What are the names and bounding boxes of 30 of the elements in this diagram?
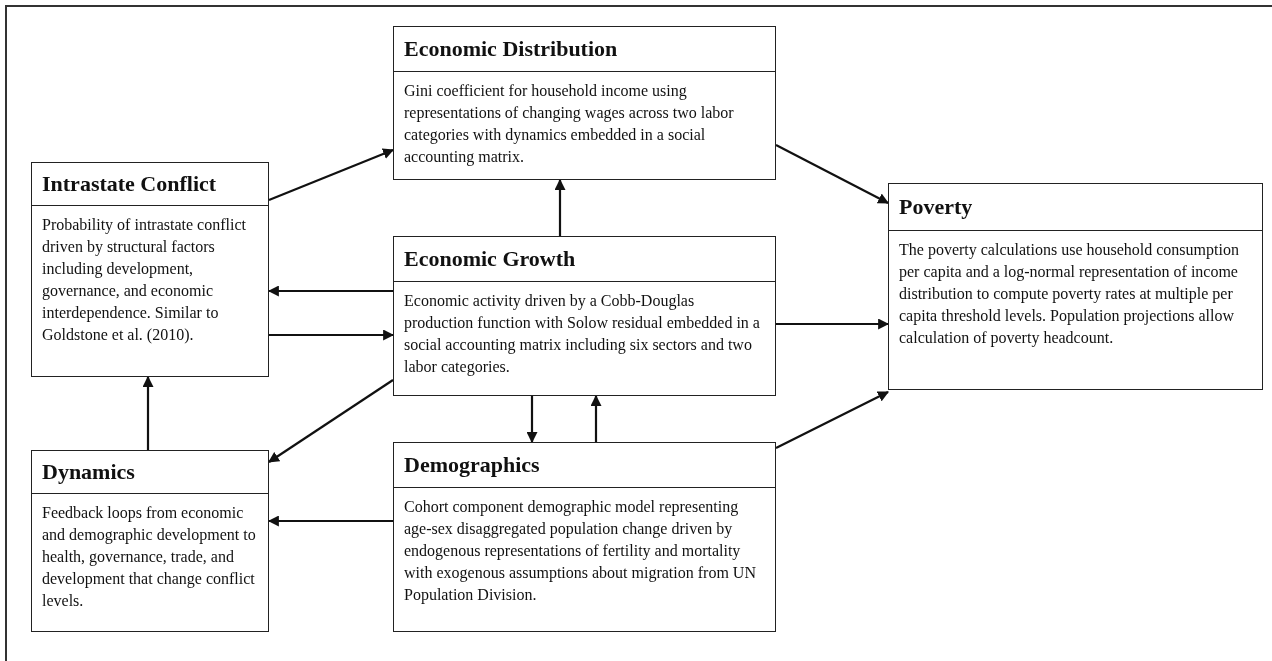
process-box (393, 26, 776, 180)
box-heading: Demographics (394, 443, 775, 488)
box-heading: Economic Growth (394, 237, 775, 282)
process-box (393, 442, 776, 632)
box-heading: Dynamics (32, 451, 268, 494)
arrow (776, 318, 890, 330)
arrow (267, 515, 393, 527)
box-heading: Poverty (889, 184, 1262, 231)
process-box (31, 450, 269, 632)
arrow (775, 391, 889, 449)
arrow (526, 396, 538, 444)
arrow (268, 148, 394, 202)
process-box (393, 236, 776, 396)
arrow (590, 394, 602, 442)
box-heading: Intrastate Conflict (32, 163, 268, 206)
arrow (267, 285, 393, 297)
box-description: Probability of intrastate conflict driven by structural factors including development, governance, and economic interdependence. Similar to Goldstone et al. (2010). (41, 215, 247, 346)
box-description: Economic activity driven by a Cobb-Douglas production function with Solow residual embedded in a social accounting matrix including six sectors and two labor categories. (403, 291, 761, 378)
box-heading: Economic Distribution (394, 27, 775, 72)
box-description: Gini coefficient for household income using representations of changing wages across two labor categories with dynamics embedded in a social accounting matrix. (403, 81, 735, 168)
box-description: Cohort component demographic model representing age-sex disaggregated population change driven by endogenous representations of fertility and mortality with exogenous assumptions about migration from UN Population Division. (403, 497, 757, 606)
arrow (775, 144, 889, 204)
process-box (31, 162, 269, 377)
arrow (554, 178, 566, 236)
arrow (269, 329, 395, 341)
box-description: Feedback loops from economic and demographic development to health, governance, trade, and development that change conflict levels. (41, 503, 257, 611)
arrow (268, 379, 394, 463)
box-description: The poverty calculations use household consumption per capita and a log-normal representation of income distribution to compute poverty rates at multiple per capita threshold levels. Population projections allow calculation of poverty headcount. (898, 240, 1240, 349)
process-box (888, 183, 1263, 390)
arrow (142, 375, 154, 450)
